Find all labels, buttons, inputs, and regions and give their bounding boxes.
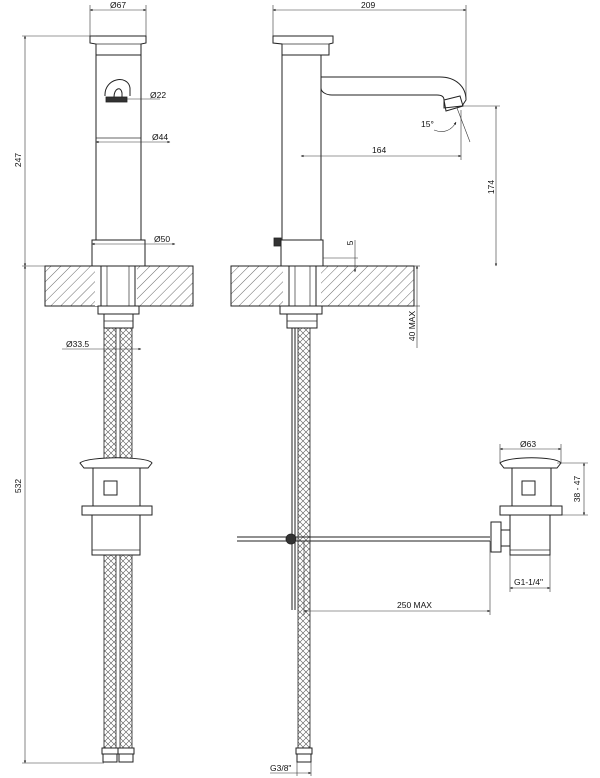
- dim-overall-height: 532: [13, 479, 23, 493]
- side-hose: [297, 327, 311, 749]
- side-waste: [490, 457, 563, 556]
- dim-front-top-diameter: Ø67: [110, 0, 126, 10]
- dim-hose-thread: G3/8": [270, 763, 291, 773]
- dim-spout-clearance: 174: [486, 180, 496, 194]
- side-base: [280, 239, 324, 267]
- side-nut: [279, 305, 323, 315]
- dim-rod-length: 250 MAX: [397, 600, 432, 610]
- front-aerator: [104, 79, 131, 99]
- side-countertop: [230, 265, 415, 307]
- dim-spout-angle: 15°: [421, 119, 434, 129]
- side-spout: [320, 76, 467, 109]
- dim-hole-diameter: Ø33.5: [66, 339, 89, 349]
- front-nut: [97, 305, 140, 315]
- dim-aerator-diameter: Ø22: [150, 90, 166, 100]
- dim-spout-reach: 209: [361, 0, 375, 10]
- dim-lever-gap: 5: [345, 240, 355, 245]
- front-waste: [79, 457, 153, 556]
- dim-waste-thread: G1-1/4": [514, 577, 543, 587]
- dim-waste-height: 38 - 47: [572, 475, 582, 502]
- side-view: 209 164 15° 174 5 40 MAX Ø63 38 - 47 G1-…: [230, 0, 588, 776]
- side-body: [281, 54, 322, 241]
- front-tap-head: [89, 35, 147, 56]
- dim-body-diameter: Ø44: [152, 132, 168, 142]
- dim-spout-length: 164: [372, 145, 386, 155]
- front-view: Ø67 Ø22 Ø44 Ø50 Ø33.5 247 532: [13, 0, 194, 764]
- dim-deck-thickness: 40 MAX: [407, 311, 417, 342]
- side-tap-head: [272, 35, 334, 56]
- dim-front-height: 247: [13, 153, 23, 167]
- front-body: [95, 54, 142, 241]
- dim-waste-diameter: Ø63: [520, 439, 536, 449]
- dim-base-diameter: Ø50: [154, 234, 170, 244]
